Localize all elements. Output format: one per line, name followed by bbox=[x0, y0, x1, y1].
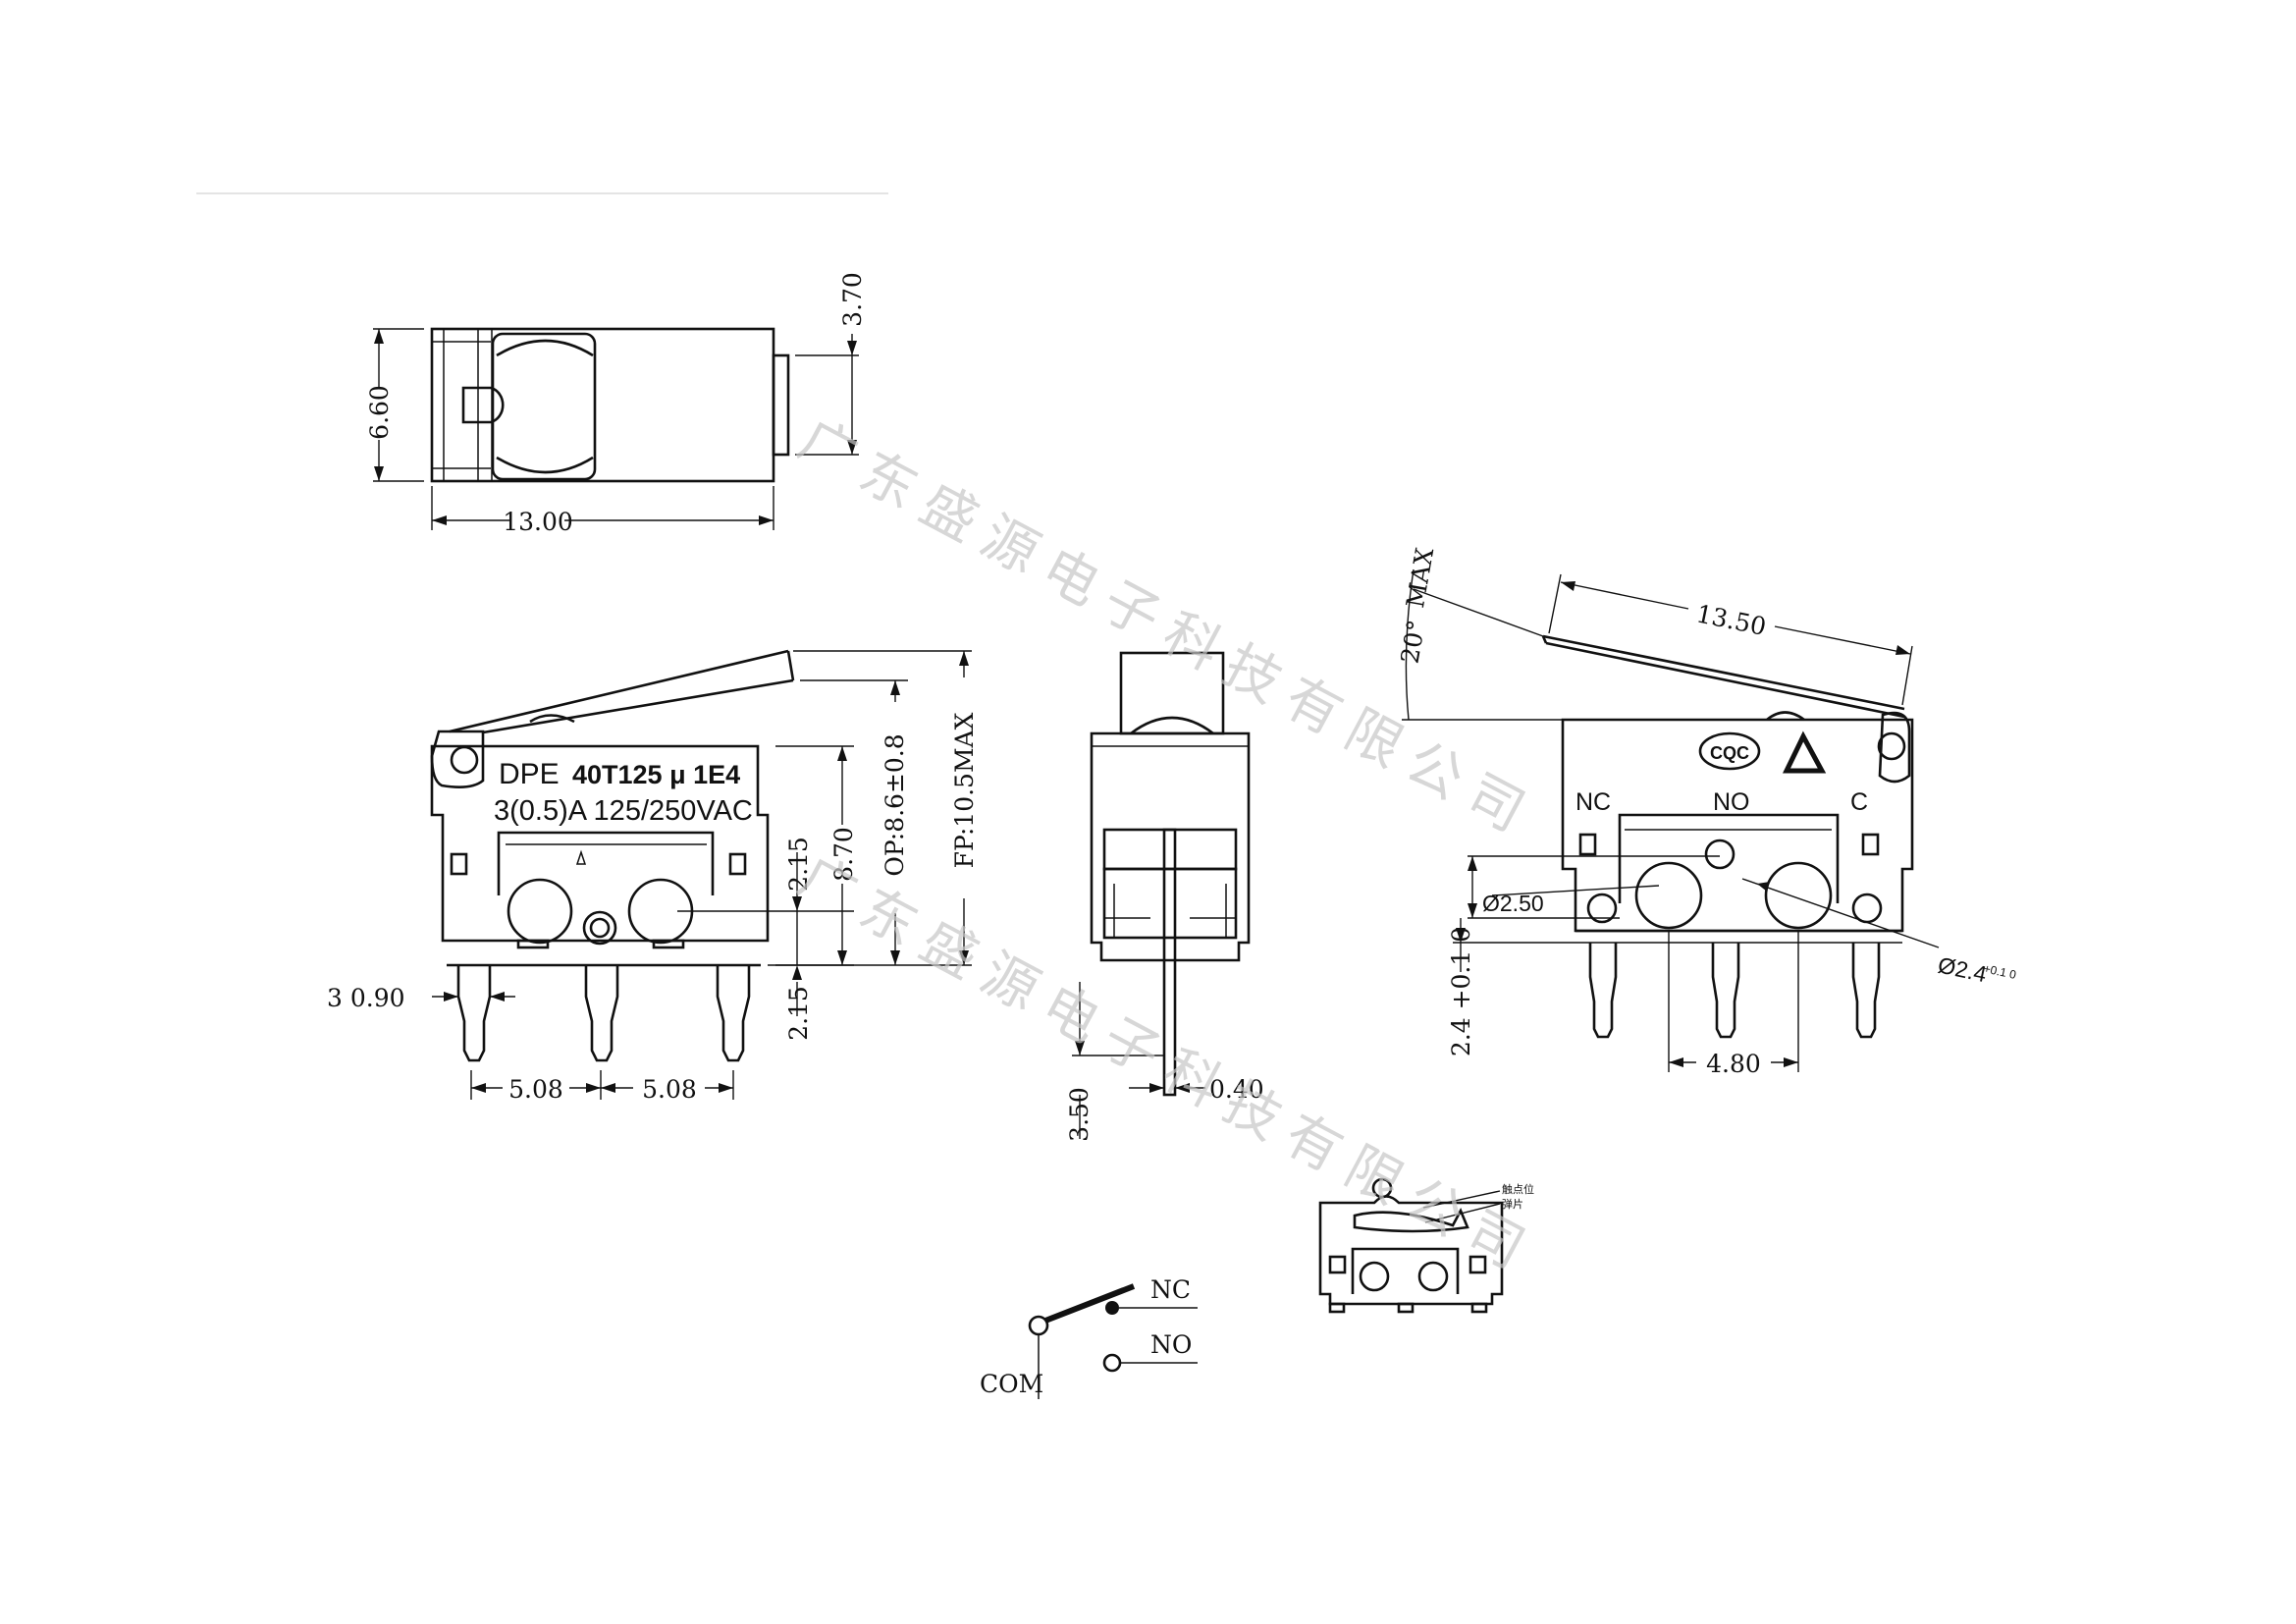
right-pins bbox=[1575, 942, 1902, 1039]
right-lever bbox=[1545, 641, 1905, 719]
front-cavity bbox=[497, 831, 715, 895]
schematic-blade bbox=[1043, 1283, 1136, 1324]
detail-body bbox=[1318, 1195, 1504, 1306]
front-hinge bbox=[430, 730, 485, 788]
dim-215-upper: 2.15 bbox=[784, 837, 813, 892]
top-roller bbox=[491, 332, 597, 481]
dim-fp: FP:10.5MAX bbox=[950, 712, 979, 868]
dim-angle-max: MAX bbox=[1401, 546, 1439, 611]
cqc-text: CQC bbox=[1710, 743, 1749, 763]
front-hole-left bbox=[507, 878, 573, 945]
dim-870: 8.70 bbox=[829, 827, 858, 882]
schematic-com: COM bbox=[980, 1370, 1043, 1398]
terminal-no: NO bbox=[1713, 788, 1750, 816]
schematic-com-node bbox=[1028, 1315, 1049, 1336]
right-hinge bbox=[1878, 711, 1911, 784]
front-pins bbox=[447, 963, 761, 1062]
dim-pitch-left: 5.08 bbox=[508, 1075, 563, 1104]
dim-length: 13.00 bbox=[503, 508, 573, 536]
top-plunger-step bbox=[772, 353, 790, 457]
cqc-mark bbox=[1698, 731, 1761, 771]
detail-view: 触点位 弹片 bbox=[1318, 1177, 1534, 1314]
front-lever bbox=[449, 649, 789, 733]
dim-op: OP:8.6±0.8 bbox=[881, 733, 909, 876]
dim-hole-small: Ø2.50 bbox=[1482, 891, 1544, 916]
cqc-triangle bbox=[1783, 731, 1827, 774]
dim-pitch-right: 5.08 bbox=[642, 1075, 697, 1104]
switch-schematic: NC NO COM bbox=[980, 1275, 1198, 1399]
schematic-no: NO bbox=[1150, 1330, 1192, 1359]
dim-pin-width: 3 0.90 bbox=[327, 984, 405, 1012]
dim-pin-offset: 2.4 +0.1 0 bbox=[1447, 927, 1475, 1056]
side-body bbox=[1090, 731, 1251, 962]
dim-pin-spacing: 4.80 bbox=[1706, 1050, 1761, 1078]
dim-angle: 20° bbox=[1396, 618, 1431, 666]
dim-pin-length: 3.50 bbox=[1065, 1087, 1094, 1142]
dim-215-lower: 2.15 bbox=[784, 986, 813, 1041]
marking-model-code: 40T125 μ 1E4 bbox=[572, 760, 740, 789]
marking-rating: 3(0.5)A 125/250VAC bbox=[494, 795, 753, 827]
right-view: CQC NC NO C 13.50 bbox=[1396, 546, 2018, 1078]
terminal-c: C bbox=[1850, 788, 1868, 816]
schematic-no-node bbox=[1102, 1353, 1122, 1373]
dim-offset: 3.70 bbox=[838, 272, 867, 327]
top-body bbox=[430, 327, 775, 483]
dim-hole-large-tol: +0.1 0 bbox=[1982, 961, 2017, 982]
top-bracket bbox=[477, 328, 493, 482]
dim-height: 6.60 bbox=[365, 385, 394, 440]
dim-lever-length: 13.50 bbox=[1694, 599, 1769, 641]
top-actuator-nub bbox=[461, 386, 505, 424]
side-view: 3.50 0.40 bbox=[1065, 651, 1264, 1142]
detail-note-2: 弹片 bbox=[1502, 1197, 1523, 1211]
dim-pin-thickness: 0.40 bbox=[1209, 1075, 1264, 1104]
detail-note-1: 触点位 bbox=[1502, 1182, 1534, 1196]
watermark-lower: 广东盛源电子科技有限公司 bbox=[788, 844, 1546, 1288]
marking-model-prefix: DPE bbox=[499, 758, 560, 790]
schematic-nc: NC bbox=[1150, 1275, 1191, 1304]
side-pin bbox=[1162, 828, 1177, 1097]
right-hole-left bbox=[1634, 861, 1703, 930]
front-view: DPE 40T125 μ 1E4 3(0.5)A 125/250VAC 3 0.… bbox=[327, 649, 979, 1104]
dim-hole-large: Ø2.4 bbox=[1936, 951, 1989, 987]
terminal-nc: NC bbox=[1575, 788, 1611, 816]
top-view: 6.60 13.00 3.70 bbox=[365, 272, 867, 536]
right-hole-right bbox=[1764, 861, 1833, 930]
